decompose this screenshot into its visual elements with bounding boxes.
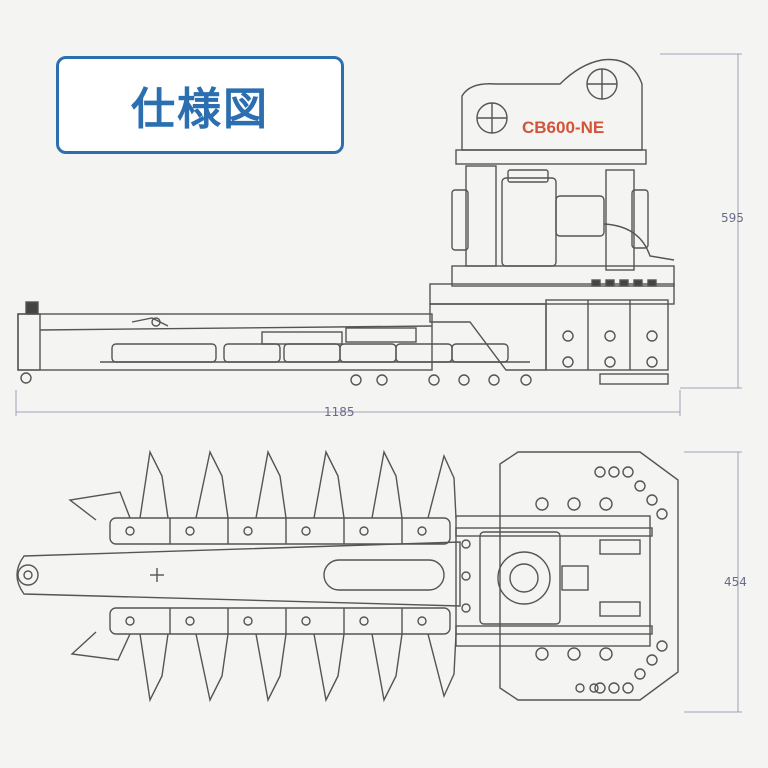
length-dimension: 1185 [324,405,355,419]
page-title: 仕様図 [131,84,269,135]
mount-bracket [461,58,643,151]
top-bolt-row [591,279,657,287]
chain-lower [109,607,451,635]
dimension-lines [15,53,742,713]
base-plate [451,265,675,287]
height-dimension: 595 [721,211,744,225]
width-dimension: 454 [724,575,747,589]
bracket-plate [455,149,647,165]
boom-slot [323,559,445,591]
chain-side [100,343,530,363]
model-label: CB600-NE [522,118,604,137]
boom-top [16,541,461,607]
plate-bolts [461,466,668,694]
teeth-upper [68,449,457,521]
motor-icon [497,551,551,605]
bottom-bolt-row [20,372,669,386]
motor-housing [501,177,557,267]
side-view [17,58,675,386]
title-box: 仕様図 [56,56,344,154]
drive-frame [455,515,651,647]
drive-plate [499,451,679,701]
chain-upper [109,517,451,545]
top-view [16,449,679,703]
teeth-lower [70,631,457,703]
